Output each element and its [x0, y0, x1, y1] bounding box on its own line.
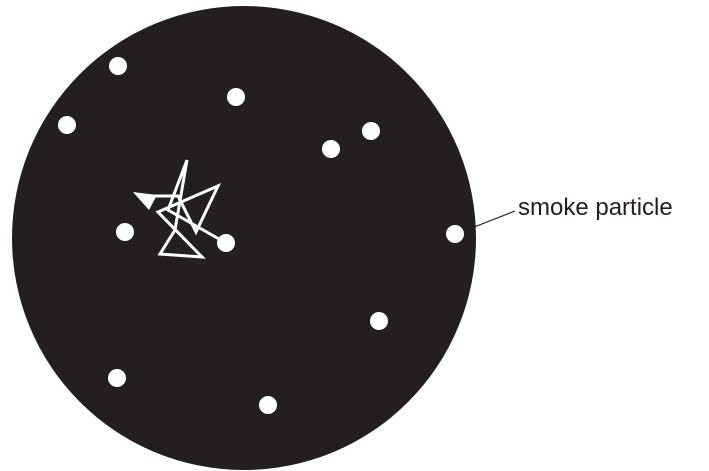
- field-of-view: [12, 6, 476, 470]
- smoke-particle: [108, 369, 126, 387]
- smoke-particle: [116, 223, 134, 241]
- smoke-particle-labelled: [446, 225, 464, 243]
- smoke-particle: [58, 116, 76, 134]
- smoke-particle: [322, 140, 340, 158]
- smoke-particle: [259, 396, 277, 414]
- smoke-particle: [109, 57, 127, 75]
- smoke-particle: [227, 88, 245, 106]
- smoke-particle-label: smoke particle: [518, 196, 673, 220]
- smoke-particle: [370, 312, 388, 330]
- smoke-particle: [362, 122, 380, 140]
